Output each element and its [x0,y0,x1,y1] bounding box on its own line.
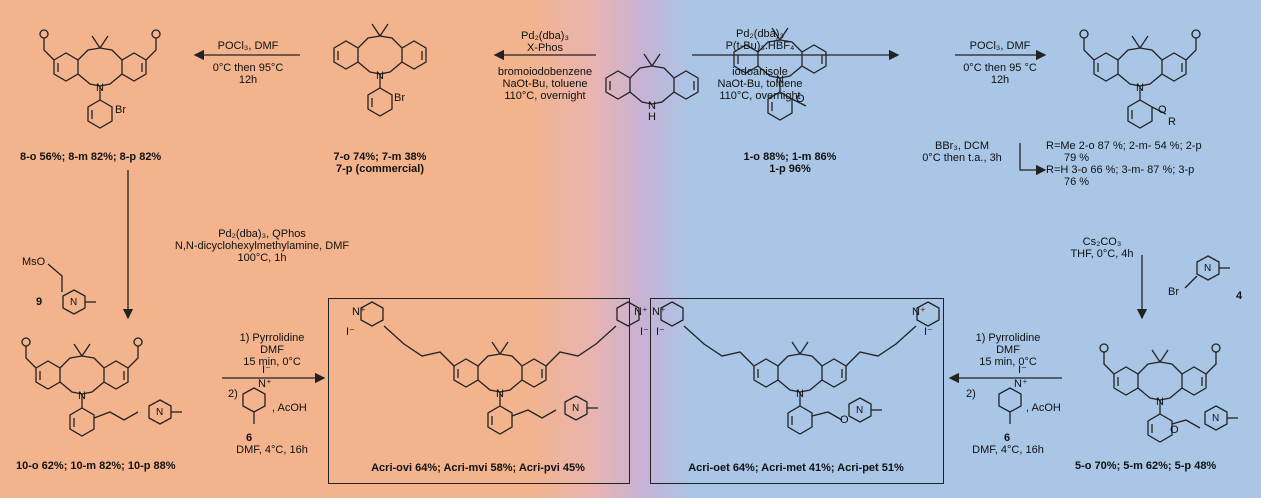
product-box-vinyl [328,298,630,484]
label-compound-9: 9 [36,296,43,308]
atom-n-7: N [376,70,384,82]
atom-i-et-right: I⁻ [924,326,933,338]
atom-npy-6r: N⁺ [1014,378,1028,390]
atom-ms-9: MsO [22,256,46,268]
cond-pdx-r1: bromoiodobenzene [497,66,593,78]
atom-tz-5: N [1212,413,1220,424]
cond-kn-left-2: DMF [260,344,284,356]
atom-br-7: Br [394,92,405,104]
cond-kn-right-6: DMF, 4°C, 16h [972,444,1044,456]
label-compound-6-right: 6 [1004,432,1011,444]
atom-n-8: N [96,82,104,94]
cond-heck-3: 100°C, 1h [237,252,287,264]
cond-bbr-2: 0°C then t.a., 3h [922,152,1002,164]
atom-tz-vi: N [572,403,580,414]
atom-npy-vi-left: N⁺ [352,306,366,318]
atom-br-8: Br [115,104,126,116]
cond-kn-right-2: DMF [996,344,1020,356]
label-compound-4: 4 [1236,290,1243,302]
atom-i-6l: I⁻ [262,364,271,376]
atom-tz-4: N [1204,263,1212,274]
cond-pdx-lig: X-Phos [526,42,564,54]
cond-kn-right-4: 2) [966,388,976,400]
cond-heck-1: Pd₂(dba)₃, QPhos [218,228,306,240]
cond-pdp-lig: P(t-Bu)₃.HBF₄ [725,40,795,52]
cond-alk-2: THF, 0°C, 4h [1070,248,1134,260]
atom-o-1: O [796,93,805,105]
atom-n-vi: N [496,388,504,400]
label-compound-7b: 7-p (commercial) [335,163,425,175]
atom-i-et-left: I⁻ [656,326,665,338]
cond-vh-right-3: 12h [990,74,1010,86]
atom-o-2: O [1158,104,1167,116]
cond-pdp-r1: iodoanisole [732,66,788,78]
label-compound-8: 8-o 56%; 8-m 82%; 8-p 82% [20,151,162,163]
cond-pdp-r3: 110°C, overnight [719,90,801,102]
atom-i-vi-right: I⁻ [640,326,649,338]
cond-vh-right-1: POCl₃, DMF [969,40,1031,52]
label-compound-1a: 1-o 88%; 1-m 86% [743,151,837,163]
product-box-ether [650,298,944,484]
cond-pdx-cat: Pd₂(dba)₃ [521,30,569,42]
cond-kn-left-6: DMF, 4°C, 16h [236,444,308,456]
atom-tz-10: N [156,407,164,418]
cond-bbr-1: BBr₃, DCM [935,140,989,152]
cond-kn-left-4: 2) [228,388,238,400]
atom-tz-9: N [70,297,78,308]
label-compound-3a: R=H 3-o 66 %; 3-m- 87 %; 3-p [1046,164,1195,176]
cond-kn-right-5: , AcOH [1026,402,1061,414]
label-acri-et: Acri-oet 64%; Acri-met 41%; Acri-pet 51% [688,462,904,474]
atom-r-2: R [1168,116,1176,128]
atom-tz-et: N [856,405,864,416]
label-compound-5: 5-o 70%; 5-m 62%; 5-p 48% [1075,460,1217,472]
label-compound-3b: 76 % [1064,176,1090,188]
atom-npy-et-right: N⁺ [912,306,926,318]
label-compound-10: 10-o 62%; 10-m 82%; 10-p 88% [16,460,176,472]
cond-kn-right-1: 1) Pyrrolidine [975,332,1041,344]
atom-o-et: O [840,414,849,426]
cond-vh-right-2: 0°C then 95 °C [963,62,1037,74]
cond-kn-left-3: 15 min, 0°C [243,356,301,368]
cond-vh-left-3: 12h [238,74,258,86]
label-compound-6-left: 6 [246,432,253,444]
atom-br-4: Br [1168,286,1179,298]
atom-npy-vi-right: N⁺ [634,306,648,318]
atom-i-6r: I⁻ [1018,364,1027,376]
atom-o-5: O [1170,424,1179,436]
atom-i-vi-left: I⁻ [346,326,355,338]
label-compound-2b: 79 % [1064,152,1090,164]
atom-n-1: N [776,74,784,86]
atom-n-10: N [78,390,86,402]
atom-n-start: N [648,100,656,112]
atom-n-5: N [1156,396,1164,408]
cond-vh-left-1: POCl₃, DMF [217,40,279,52]
atom-h-start: H [648,111,656,123]
cond-pdp-cat: Pd₂(dba)₃ [736,28,784,40]
cond-kn-left-5: , AcOH [272,402,307,414]
atom-n-et: N [796,388,804,400]
cond-kn-left-1: 1) Pyrrolidine [239,332,305,344]
atom-npy-6l: N⁺ [258,378,272,390]
label-compound-1b: 1-p 96% [769,163,811,175]
cond-kn-right-3: 15 min, 0°C [979,356,1037,368]
cond-alk-1: Cs₂CO₃ [1082,236,1122,248]
cond-pdx-r2: NaOt-Bu, toluene [502,78,588,90]
cond-heck-2: N,N-dicyclohexylmethylamine, DMF [174,240,350,252]
atom-n-2: N [1136,82,1144,94]
atom-npy-et-left: N⁺ [652,306,666,318]
label-compound-2a: R=Me 2-o 87 %; 2-m- 54 %; 2-p [1046,140,1202,152]
cond-pdp-r2: NaOt-Bu, toluene [717,78,803,90]
cond-vh-left-2: 0°C then 95°C [212,62,284,74]
label-compound-7a: 7-o 74%; 7-m 38% [333,151,427,163]
label-acri-vi: Acri-ovi 64%; Acri-mvi 58%; Acri-pvi 45% [371,462,585,474]
cond-pdx-r3: 110°C, overnight [504,90,586,102]
